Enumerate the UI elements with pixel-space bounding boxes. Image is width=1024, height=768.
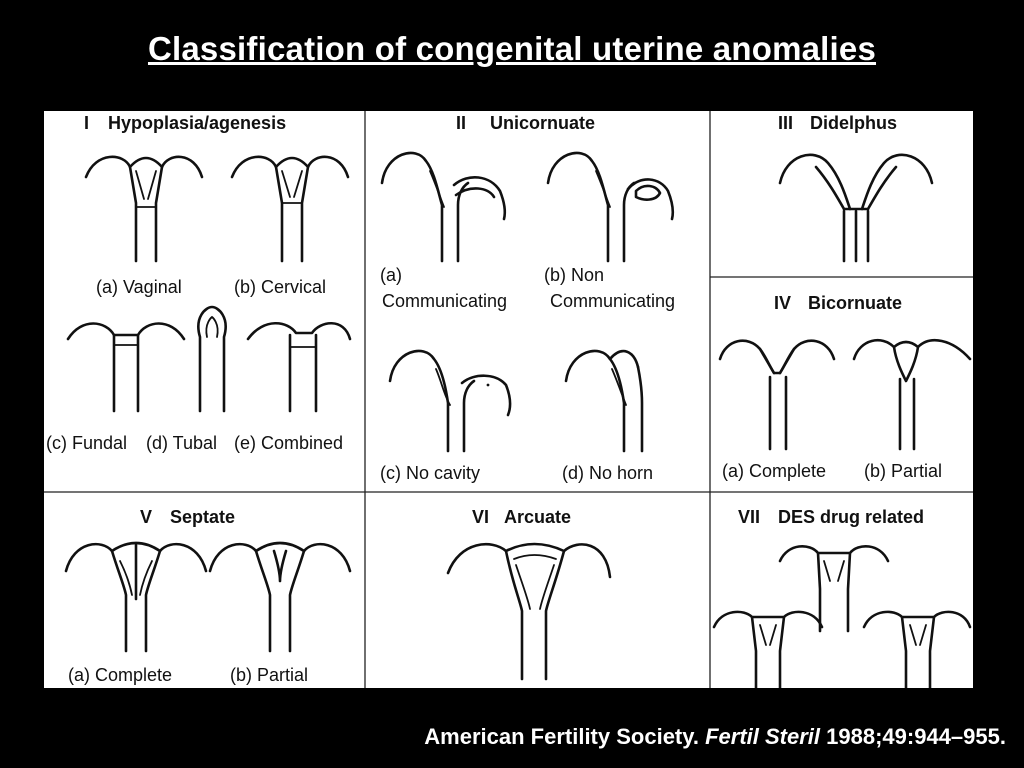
uterus-septate-partial bbox=[208, 541, 352, 653]
label-non-communicating-line1: (b) Non bbox=[544, 265, 604, 285]
citation-journal: Fertil Steril bbox=[705, 724, 821, 749]
panel-arcuate: VI Arcuate bbox=[446, 507, 612, 681]
label-septate-partial: (b) Partial bbox=[230, 665, 308, 685]
uterus-combined bbox=[246, 321, 352, 413]
panel-4-title: Bicornuate bbox=[808, 293, 902, 313]
panel-septate: V Septate (a) Complete (b) Partial bbox=[64, 507, 352, 685]
panel-didelphus: III Didelphus bbox=[778, 113, 934, 263]
classification-figure: I Hypoplasia/agenesis (a) Vaginal (b) Ce… bbox=[44, 111, 973, 688]
uterus-didelphus bbox=[778, 153, 934, 263]
uterus-no-horn bbox=[564, 349, 644, 453]
uterus-septate-complete bbox=[64, 541, 208, 653]
uterus-arcuate bbox=[446, 542, 612, 681]
label-septate-complete: (a) Complete bbox=[68, 665, 172, 685]
label-vaginal: (a) Vaginal bbox=[96, 277, 182, 297]
uterus-bicornuate-complete bbox=[718, 339, 836, 451]
panel-des-drug-related: VII DES drug related bbox=[712, 507, 972, 688]
panel-1-title: Hypoplasia/agenesis bbox=[108, 113, 286, 133]
uterus-communicating bbox=[380, 151, 507, 263]
slide-title: Classification of congenital uterine ano… bbox=[147, 30, 877, 67]
uterus-no-cavity bbox=[388, 349, 512, 453]
panel-1-roman: I bbox=[84, 113, 89, 133]
label-tubal: (d) Tubal bbox=[146, 433, 217, 453]
panel-2-roman: II bbox=[456, 113, 466, 133]
panel-3-roman: III bbox=[778, 113, 793, 133]
uterus-des-right bbox=[862, 610, 972, 688]
panel-5-title: Septate bbox=[170, 507, 235, 527]
uterus-fundal bbox=[66, 322, 186, 413]
panel-2-title: Unicornuate bbox=[490, 113, 595, 133]
label-combined: (e) Combined bbox=[234, 433, 343, 453]
panel-6-title: Arcuate bbox=[504, 507, 571, 527]
uterus-cervical bbox=[230, 155, 350, 263]
citation-end: . bbox=[999, 724, 1006, 749]
uterus-vaginal bbox=[84, 155, 204, 263]
panel-3-title: Didelphus bbox=[810, 113, 897, 133]
citation-reference: 1988;49:944–955 bbox=[826, 724, 1000, 749]
label-communicating-line2: Communicating bbox=[382, 291, 507, 311]
uterus-tubal bbox=[197, 305, 227, 413]
panel-grid bbox=[44, 111, 973, 688]
panel-5-roman: V bbox=[140, 507, 152, 527]
panel-unicornuate: II Unicornuate (a) Communicating (b) Non… bbox=[380, 113, 675, 483]
label-bicornuate-partial: (b) Partial bbox=[864, 461, 942, 481]
label-no-horn: (d) No horn bbox=[562, 463, 653, 483]
panel-7-title: DES drug related bbox=[778, 507, 924, 527]
citation: American Fertility Society. Fertil Steri… bbox=[424, 724, 1006, 750]
panel-6-roman: VI bbox=[472, 507, 489, 527]
classification-diagram: I Hypoplasia/agenesis (a) Vaginal (b) Ce… bbox=[44, 111, 973, 688]
panel-4-roman: IV bbox=[774, 293, 791, 313]
panel-hypoplasia-agenesis: I Hypoplasia/agenesis (a) Vaginal (b) Ce… bbox=[46, 113, 352, 453]
label-non-communicating-line2: Communicating bbox=[550, 291, 675, 311]
uterus-des-top bbox=[778, 545, 890, 633]
label-fundal: (c) Fundal bbox=[46, 433, 127, 453]
uterus-non-communicating bbox=[546, 151, 675, 263]
label-bicornuate-complete: (a) Complete bbox=[722, 461, 826, 481]
citation-authors: American Fertility Society. bbox=[424, 724, 699, 749]
uterus-bicornuate-partial bbox=[852, 338, 972, 451]
label-communicating-line1: (a) bbox=[380, 265, 402, 285]
label-cervical: (b) Cervical bbox=[234, 277, 326, 297]
uterus-des-left bbox=[712, 610, 824, 688]
panel-7-roman: VII bbox=[738, 507, 760, 527]
label-no-cavity: (c) No cavity bbox=[380, 463, 480, 483]
panel-bicornuate: IV Bicornuate (a) Complete (b) Partial bbox=[718, 293, 972, 481]
